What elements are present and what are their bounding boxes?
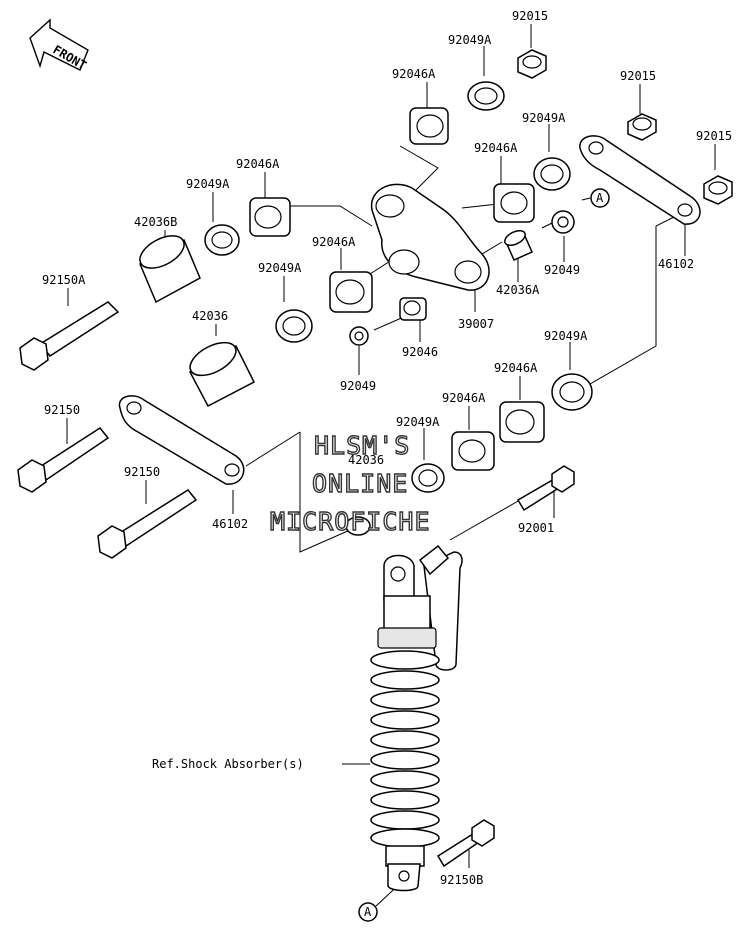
needle-bearing-92046 [399, 297, 427, 321]
needle-bearing-92046A-b [493, 183, 535, 223]
bolt-92150A [19, 301, 120, 371]
callout-39007: 39007 [458, 317, 494, 331]
callout-92049A-c: 92049A [186, 177, 230, 191]
collar-nut-92015-c [703, 175, 733, 205]
callout-92046A-d: 92046A [312, 235, 356, 249]
callout-92046A-c: 92046A [236, 157, 280, 171]
callout-92049A-d: 92049A [258, 261, 302, 275]
callout-92046A-b: 92046A [474, 141, 518, 155]
seal-92049A-e [551, 373, 593, 411]
collar-nut-92015-b [627, 113, 657, 141]
seal-92049-a [551, 210, 575, 234]
watermark-line-1: HLSM'S [314, 431, 410, 460]
callout-92150A: 92150A [42, 273, 86, 287]
callout-92150B: 92150B [440, 873, 483, 887]
callout-92150-b: 92150 [124, 465, 160, 479]
front-arrow-icon: FRONT [29, 18, 89, 73]
callout-92015-a: 92015 [512, 9, 548, 23]
callout-92049A-b: 92049A [522, 111, 566, 125]
needle-bearing-92046A-d [329, 271, 373, 313]
callout-labels: 92015 92049A 92046A 92015 92049A 92015 9… [42, 9, 732, 887]
seal-92049A-a [467, 81, 505, 111]
collar-42036-lower [345, 516, 371, 536]
watermark-line-3: MICROFICHE [270, 507, 431, 536]
callout-92049A-a: 92049A [448, 33, 492, 47]
watermark-line-2: ONLINE [312, 469, 408, 498]
callout-42036: 42036 [192, 309, 228, 323]
needle-bearing-92046A-f [451, 431, 495, 471]
callout-92049A-f: 92049A [396, 415, 440, 429]
callout-92015-c: 92015 [696, 129, 732, 143]
bolt-92150-b [97, 489, 198, 559]
watermark: HLSM'S ONLINE MICROFICHE [269, 430, 431, 536]
callout-92049-b: 92049 [340, 379, 376, 393]
collar-nut-92015-a [517, 49, 547, 79]
collar-42036A [504, 230, 533, 261]
ref-circle-a-bottom: A [358, 902, 378, 922]
callout-92150-a: 92150 [44, 403, 80, 417]
callout-42036-b: 42036 [348, 453, 384, 467]
callout-92046A-e: 92046A [494, 361, 538, 375]
shock-absorber [370, 544, 463, 892]
seal-92049A-f [411, 463, 445, 493]
callout-92049A-e: 92049A [544, 329, 588, 343]
seal-92049A-b [533, 157, 571, 191]
callout-92046A-a: 92046A [392, 67, 436, 81]
collar-42036 [188, 341, 256, 408]
ref-circle-a-top: A [590, 188, 610, 208]
tie-rod-46102-a [579, 135, 701, 225]
needle-bearing-92046A-e [499, 401, 545, 443]
callout-46102-b: 46102 [212, 517, 248, 531]
ref-a-bottom-label: A [364, 905, 372, 919]
seal-92049A-c [204, 224, 240, 256]
ref-a-top-label: A [596, 191, 604, 205]
callout-92049-a: 92049 [544, 263, 580, 277]
bolt-92001 [516, 465, 575, 512]
callout-92046A-f: 92046A [442, 391, 486, 405]
rocker-arm-39007 [370, 183, 490, 291]
callout-42036A: 42036A [496, 283, 540, 297]
bolt-92150B [436, 819, 495, 868]
collar-42036B [139, 235, 201, 304]
callout-92001: 92001 [518, 521, 554, 535]
callout-92046: 92046 [402, 345, 438, 359]
callout-ref-shock-absorber: Ref.Shock Absorber(s) [152, 757, 304, 771]
callout-42036B: 42036B [134, 215, 177, 229]
callout-92015-b: 92015 [620, 69, 656, 83]
tie-rod-46102-b [118, 395, 245, 485]
needle-bearing-92046A-c [249, 197, 291, 237]
needle-bearing-92046A-a [409, 107, 449, 145]
shock-spring [370, 650, 440, 848]
seal-92049A-d [275, 309, 313, 343]
callout-46102-a: 46102 [658, 257, 694, 271]
bolt-92150-a [17, 427, 110, 493]
seal-92049-b [349, 326, 369, 346]
